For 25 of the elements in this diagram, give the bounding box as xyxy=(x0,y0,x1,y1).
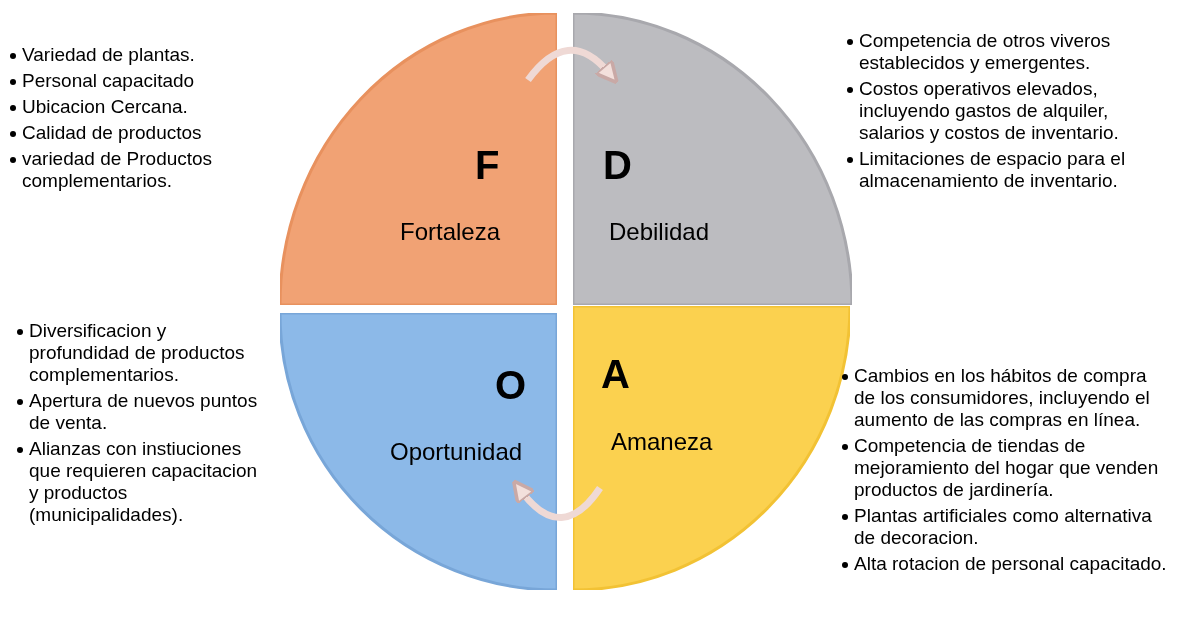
curved-arrow xyxy=(525,47,620,84)
quadrant-title: Fortaleza xyxy=(400,218,501,246)
bullet-item: Costos operativos elevados, incluyendo gastos de alquiler, salarios y costos de inventario. xyxy=(845,78,1170,144)
bullet-item: Variedad de plantas. xyxy=(8,44,258,66)
bullet-item: Cambios en los hábitos de compra de los consumidores, incluyendo el aumento de las compras en línea. xyxy=(840,365,1170,431)
bullet-item: Diversificacion y profundidad de productos complementarios. xyxy=(15,320,270,386)
quadrant-letter: A xyxy=(601,352,630,397)
bullet-item: Apertura de nuevos puntos de venta. xyxy=(15,390,270,434)
bullet-item: Competencia de otros viveros establecidos y emergentes. xyxy=(845,30,1170,74)
bullet-item: Competencia de tiendas de mejoramiento del hogar que venden productos de jardinería. xyxy=(840,435,1170,501)
bullet-item: Calidad de productos xyxy=(8,122,258,144)
quadrant-letter: D xyxy=(603,143,632,188)
quadrant-letter: O xyxy=(495,363,527,408)
bullet-item: Alta rotacion de personal capacitado. xyxy=(840,553,1170,575)
curved-arrow xyxy=(511,479,603,521)
bullet-item: Ubicacion Cercana. xyxy=(8,96,258,118)
bullet-item: variedad de Productos complementarios. xyxy=(8,148,258,192)
quadrant-title: Debilidad xyxy=(609,218,710,246)
bullet-item: Alianzas con instiuciones que requieren capacitacion y productos (municipalidades). xyxy=(15,438,270,526)
quadrant-title: Oportunidad xyxy=(390,438,523,466)
bullet-item: Plantas artificiales como alternativa de decoracion. xyxy=(840,505,1170,549)
bullet-item: Personal capacitado xyxy=(8,70,258,92)
bullet-item: Limitaciones de espacio para el almacenamiento de inventario. xyxy=(845,148,1170,192)
quadrant-letter: F xyxy=(475,143,500,188)
quadrant-title: Amaneza xyxy=(611,428,713,456)
